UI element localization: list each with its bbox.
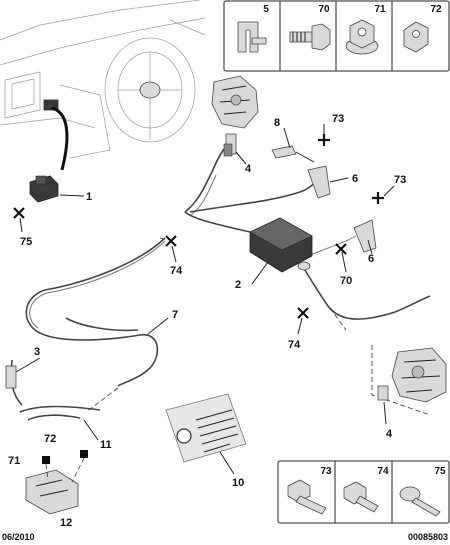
callout-74-left: 74 bbox=[170, 265, 183, 277]
footer-date: 06/2010 bbox=[2, 532, 35, 542]
table-header-73: 73 bbox=[320, 466, 332, 477]
warning-label bbox=[165, 393, 247, 463]
callout-8: 8 bbox=[274, 117, 280, 129]
flange-nut-icon bbox=[345, 19, 379, 55]
callout-73-lower: 73 bbox=[394, 174, 406, 186]
callout-3: 3 bbox=[34, 346, 40, 358]
dashboard-inset bbox=[0, 0, 206, 171]
callout-4-bottom: 4 bbox=[386, 428, 393, 440]
callout-6-lower: 6 bbox=[368, 253, 374, 265]
flange-bolt-icon bbox=[287, 479, 327, 515]
callout-75: 75 bbox=[20, 236, 32, 248]
fastener-markers bbox=[13, 134, 384, 319]
retaining-clip bbox=[25, 450, 88, 515]
callout-6-upper: 6 bbox=[352, 173, 358, 185]
table-header-72: 72 bbox=[430, 4, 442, 15]
callout-12: 12 bbox=[60, 517, 72, 529]
parking-brake-switch bbox=[29, 175, 59, 203]
table-header-74: 74 bbox=[377, 466, 389, 477]
cable-bracket bbox=[271, 145, 377, 253]
callout-73-upper: 73 bbox=[332, 113, 344, 125]
cap-nut-icon bbox=[403, 21, 429, 53]
table-header-70: 70 bbox=[318, 4, 330, 15]
fastener-table-top: 5 70 71 72 bbox=[223, 0, 450, 72]
caliper-bottom bbox=[371, 345, 447, 416]
short-bolt-icon bbox=[343, 481, 379, 513]
fastener-table-bottom: 73 74 75 bbox=[277, 460, 450, 524]
caliper-top bbox=[211, 75, 259, 155]
table-header-71: 71 bbox=[374, 4, 386, 15]
callout-4-top: 4 bbox=[245, 163, 252, 175]
callout-labels: 1 2 3 4 4 6 6 7 8 10 11 12 70 71 72 73 7… bbox=[8, 113, 406, 529]
callout-11: 11 bbox=[100, 439, 112, 451]
brake-actuator-unit bbox=[249, 217, 313, 273]
callout-2: 2 bbox=[235, 279, 241, 291]
clip-icon bbox=[237, 21, 267, 53]
callout-72: 72 bbox=[44, 433, 56, 445]
table-header-5: 5 bbox=[263, 4, 269, 15]
callout-71: 71 bbox=[8, 455, 20, 467]
callout-7: 7 bbox=[172, 309, 178, 321]
self-tapping-screw-icon bbox=[399, 486, 441, 517]
leader-lines bbox=[15, 124, 395, 475]
callout-70: 70 bbox=[340, 275, 352, 287]
footer-reference: 00085803 bbox=[408, 532, 448, 542]
cable-end-clip bbox=[5, 143, 233, 389]
callout-1: 1 bbox=[86, 191, 92, 203]
callout-74-right: 74 bbox=[288, 339, 301, 351]
bolt-icon bbox=[289, 23, 331, 51]
cable-assembly bbox=[10, 141, 431, 421]
table-header-75: 75 bbox=[434, 466, 446, 477]
callout-10: 10 bbox=[232, 477, 244, 489]
